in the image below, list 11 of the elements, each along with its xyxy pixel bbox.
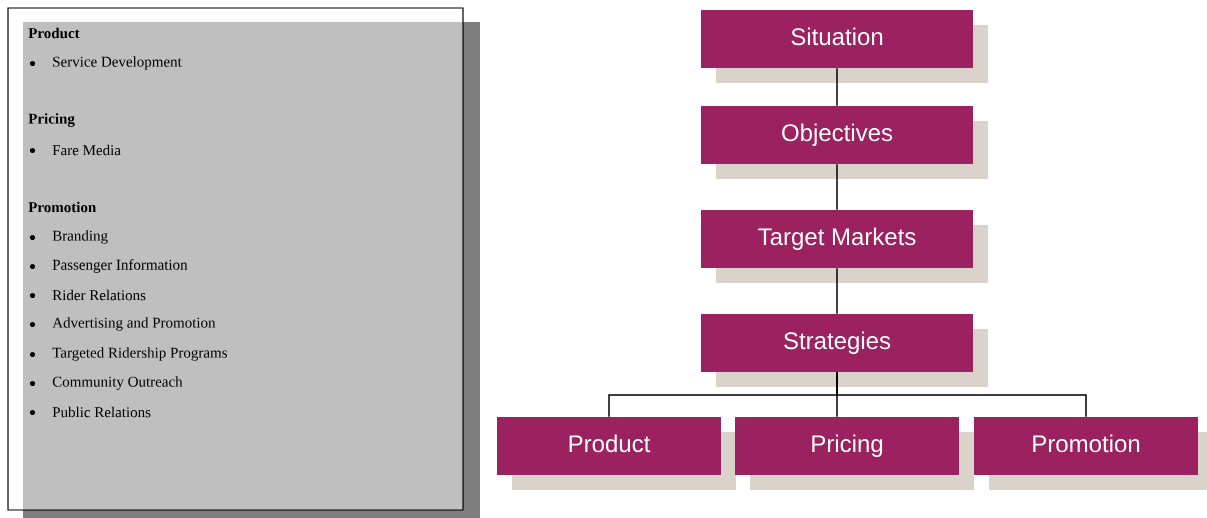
process-box: Promotion [974,417,1207,490]
connector-line [836,371,1087,418]
process-box: Situation [701,10,988,83]
process-box: Pricing [735,417,974,490]
connector-line [836,163,838,211]
process-box: Target Markets [701,210,988,283]
process-box: Product [497,417,736,490]
process-box: Strategies [701,314,988,387]
connector-line [836,67,838,107]
process-box: Objectives [701,106,988,179]
connector-line [836,267,838,315]
